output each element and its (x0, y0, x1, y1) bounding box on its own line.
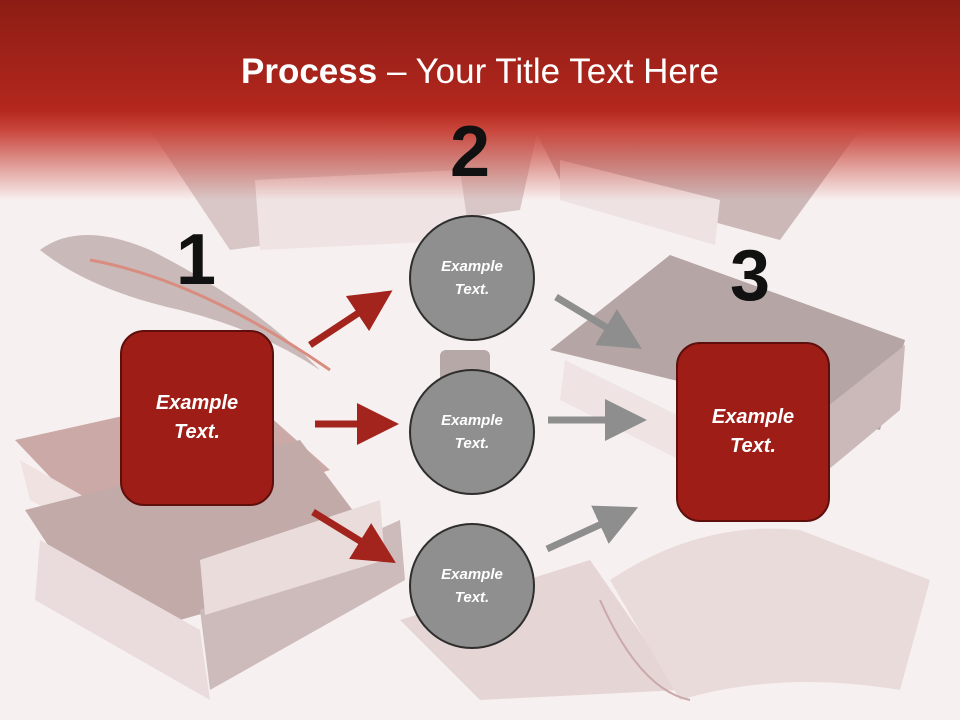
circle-middle-text: Example Text. (441, 412, 503, 452)
arrow-red-down (311, 509, 396, 564)
arrow-red-up (308, 290, 393, 348)
arrow-gray-down (554, 294, 642, 349)
circle-middle[interactable]: Example Text. (409, 369, 535, 495)
circle-top[interactable]: Example Text. (409, 215, 535, 341)
step-number-2: 2 (450, 112, 491, 192)
circle-bottom-text: Example Text. (441, 566, 503, 606)
circle-top-text: Example Text. (441, 258, 503, 298)
arrow-gray-up (545, 505, 639, 553)
left-text-box[interactable]: Example Text. (120, 330, 274, 506)
title-rest: – Your Title Text Here (377, 52, 719, 91)
step-number-1: 1 (176, 220, 217, 300)
left-box-text: Example Text. (155, 392, 239, 443)
circle-bottom[interactable]: Example Text. (409, 523, 535, 649)
right-box-text: Example Text. (711, 406, 795, 457)
step-number-3: 3 (730, 236, 771, 316)
right-text-box[interactable]: Example Text. (676, 342, 830, 522)
header-band (0, 0, 960, 200)
slide-title: Process – Your Title Text Here (0, 52, 960, 92)
title-bold: Process (241, 52, 378, 91)
